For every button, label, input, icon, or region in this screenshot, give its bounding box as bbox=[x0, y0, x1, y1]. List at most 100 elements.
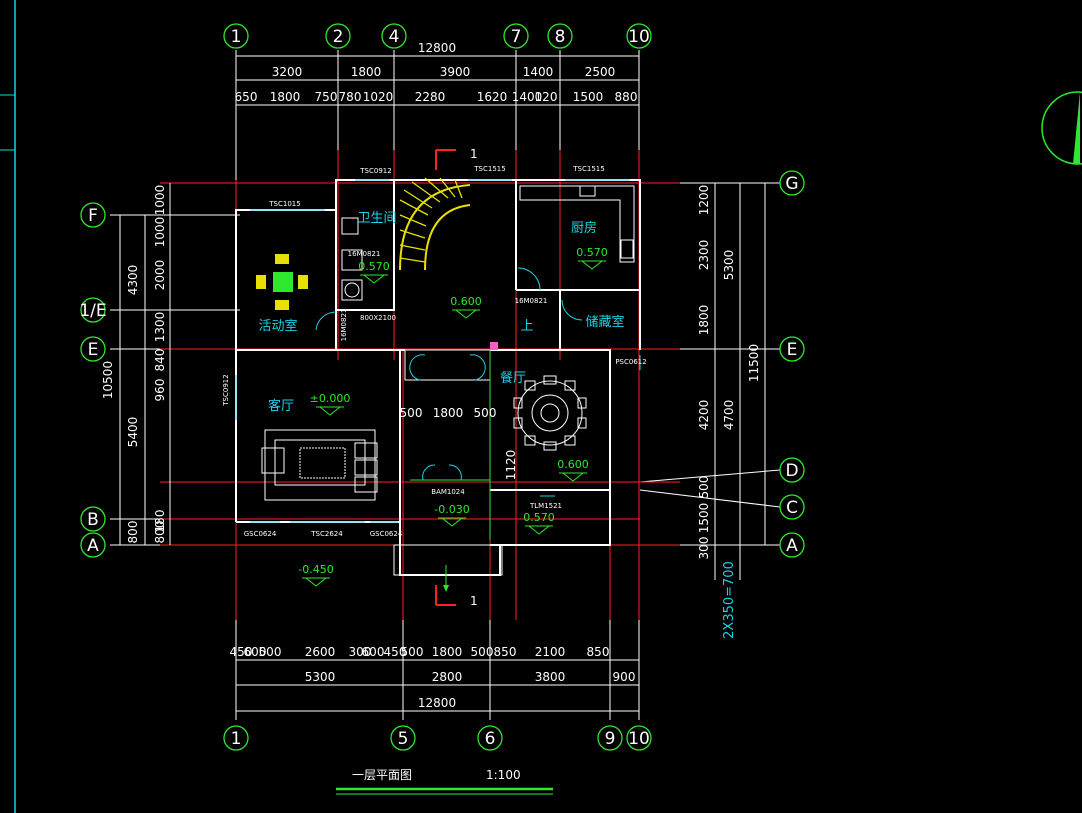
dim-bottom-row2: 500 bbox=[401, 645, 424, 659]
entry-porch bbox=[404, 349, 491, 381]
dim-left-inner: 1000 bbox=[153, 217, 167, 248]
dim-right-inner: 2300 bbox=[697, 240, 711, 271]
component-tag: TSC1515 bbox=[473, 165, 505, 173]
room-storage: 储藏室 bbox=[585, 314, 624, 330]
north-arrow-icon bbox=[1073, 92, 1080, 164]
dim-inner: 1800 bbox=[433, 406, 464, 420]
dim-top-row2: 120 bbox=[535, 90, 558, 104]
staircase bbox=[399, 177, 471, 271]
component-tag: TSC2624 bbox=[310, 530, 343, 538]
axis-top-0: 1 bbox=[231, 27, 242, 47]
axis-left-0-bubble bbox=[80, 202, 106, 228]
dim-left-inner: 800 bbox=[153, 521, 167, 544]
level-mark: -0.450 bbox=[298, 563, 333, 576]
axis-left-3: B bbox=[87, 510, 99, 530]
level-triangle-icon bbox=[525, 525, 553, 535]
dim-bottom-total: 12800 bbox=[418, 696, 456, 710]
dim-bottom-row2: 450 bbox=[230, 645, 253, 659]
component-tag: 16M0821 bbox=[515, 297, 548, 305]
axis-bottom-1-bubble bbox=[390, 725, 416, 751]
level-mark: 0.600 bbox=[450, 295, 482, 308]
axis-top-0-bubble bbox=[223, 23, 249, 49]
axis-left-2-bubble bbox=[80, 336, 106, 362]
component-tag: GSC0624 bbox=[370, 530, 403, 538]
coffee-table bbox=[299, 447, 346, 479]
chair bbox=[275, 300, 289, 310]
dim-top-row1: 3200 bbox=[272, 65, 303, 79]
component-tag: TSC1515 bbox=[572, 165, 604, 173]
axis-top-2: 4 bbox=[389, 27, 400, 47]
level-mark: 0.570 bbox=[576, 246, 608, 259]
dim-bottom-row2: 300 bbox=[349, 645, 372, 659]
dim-bottom-row1: 2800 bbox=[432, 670, 463, 684]
axis-right-4: A bbox=[786, 536, 798, 556]
dim-top-row2: 880 bbox=[615, 90, 638, 104]
dining-chairs bbox=[513, 375, 587, 451]
dim-bottom-row1: 3800 bbox=[535, 670, 566, 684]
dim-left-inner: 1300 bbox=[153, 312, 167, 343]
level-triangle-icon bbox=[578, 260, 606, 270]
dining-table bbox=[513, 375, 587, 451]
dim-right-inner: 1800 bbox=[697, 305, 711, 336]
axis-left-4-bubble bbox=[80, 532, 106, 558]
section-mark-label: 1 bbox=[470, 147, 478, 161]
washbasin bbox=[341, 249, 363, 271]
door-storage bbox=[561, 299, 583, 321]
dim-left-outer: 800 bbox=[126, 521, 140, 544]
dim-bottom-row2: 450 bbox=[384, 645, 407, 659]
dim-top-row2: 2280 bbox=[415, 90, 446, 104]
dim-right-inner: 1200 bbox=[697, 185, 711, 216]
axis-left-2: E bbox=[88, 340, 99, 360]
counter bbox=[519, 185, 635, 263]
dim-top-row1: 1400 bbox=[523, 65, 554, 79]
table-inner bbox=[531, 394, 569, 432]
section-mark-label: 1 bbox=[470, 594, 478, 608]
room-activity: 活动室 bbox=[258, 318, 297, 334]
room-living: 客厅 bbox=[268, 398, 294, 414]
axis-right-1: E bbox=[787, 340, 798, 360]
axis-bottom-2: 6 bbox=[485, 729, 496, 749]
dim-bottom-row2: 2100 bbox=[535, 645, 566, 659]
drawing-title: 一层平面图 bbox=[352, 768, 412, 782]
shower bbox=[341, 279, 363, 301]
sofa-side bbox=[354, 476, 378, 493]
dim-bottom-row2: 850 bbox=[587, 645, 610, 659]
dim-stair-note: 2X350=700 bbox=[722, 561, 737, 639]
dim-left-outer: 5400 bbox=[126, 417, 140, 448]
entry-step bbox=[393, 544, 503, 576]
level-triangle-icon bbox=[559, 472, 587, 482]
door-porch bbox=[409, 354, 486, 381]
dim-right-inner: 300 bbox=[697, 537, 711, 560]
door-activity bbox=[315, 311, 337, 331]
section-mark bbox=[435, 149, 456, 606]
column-marker bbox=[490, 342, 498, 350]
dim-bottom-row2: 500 bbox=[259, 645, 282, 659]
axis-right-0-bubble bbox=[779, 170, 805, 196]
dim-bottom-row2: 600 bbox=[362, 645, 385, 659]
sofa-outline bbox=[264, 429, 376, 501]
axis-right-0: G bbox=[785, 174, 798, 194]
kitchen-counter bbox=[519, 185, 635, 263]
component-tag: 16M0821 bbox=[340, 309, 348, 342]
grid-line-D bbox=[639, 469, 781, 483]
component-tag: BAM1024 bbox=[431, 488, 465, 496]
axis-right-4-bubble bbox=[779, 532, 805, 558]
table-center bbox=[540, 403, 560, 423]
stair-up-label: 上 bbox=[520, 319, 533, 334]
stove bbox=[620, 239, 634, 259]
dim-top-row1: 1800 bbox=[351, 65, 382, 79]
dim-top-row2: 1400 bbox=[512, 90, 543, 104]
sofa-set bbox=[261, 429, 378, 501]
axis-bottom-3-bubble bbox=[597, 725, 623, 751]
grid-line-C bbox=[639, 489, 781, 508]
axis-bottom-2-bubble bbox=[477, 725, 503, 751]
dim-right-inner: 1500 bbox=[697, 503, 711, 534]
activity-table bbox=[256, 254, 308, 310]
room-dining: 餐厅 bbox=[500, 370, 526, 386]
chair bbox=[275, 254, 289, 264]
axis-bottom-4-bubble bbox=[626, 725, 652, 751]
component-tag: PSC0612 bbox=[615, 358, 646, 366]
axis-top-1-bubble bbox=[325, 23, 351, 49]
